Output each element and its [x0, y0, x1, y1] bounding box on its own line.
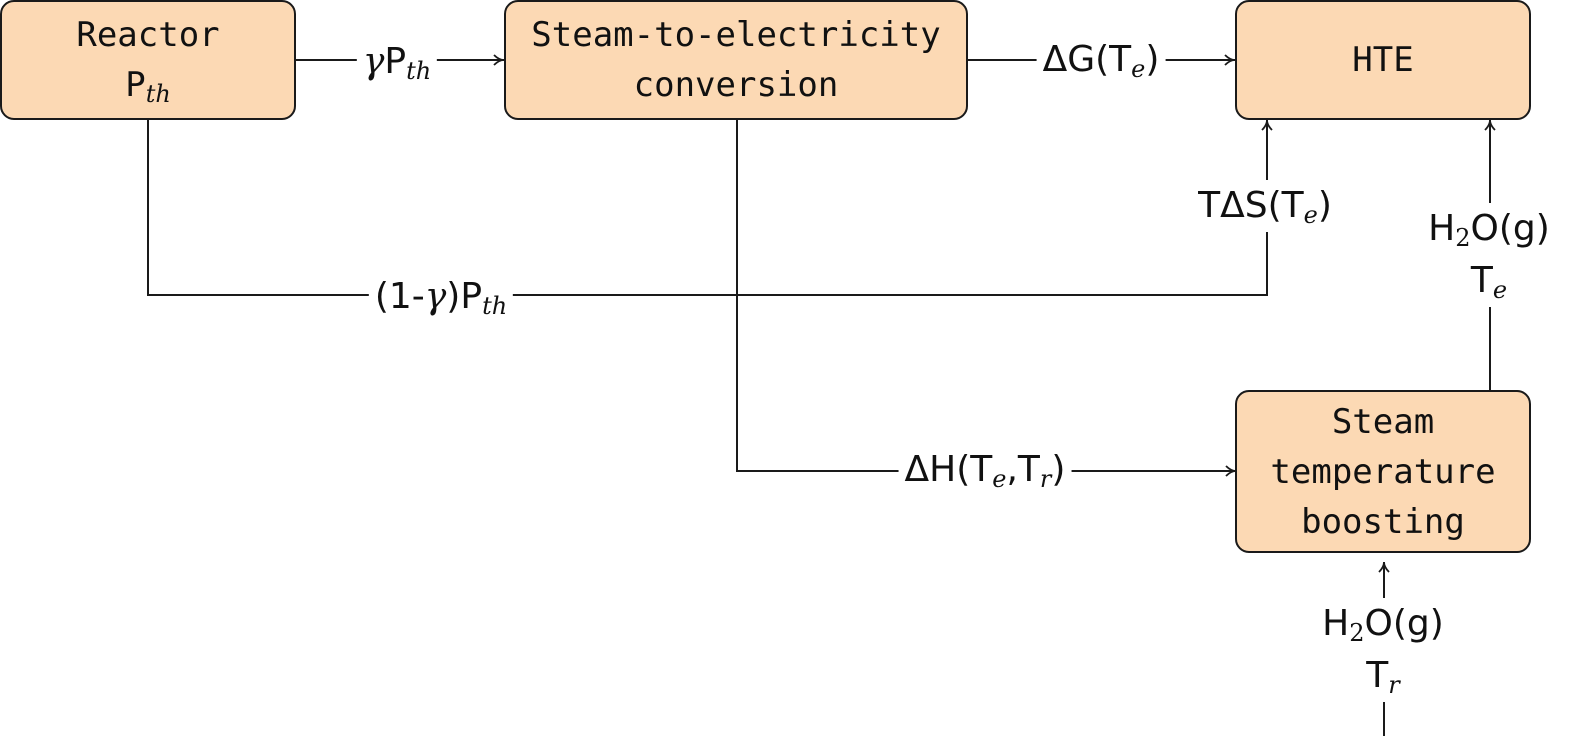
- label-steam-to-hte: H2O(g) Te: [1422, 203, 1556, 307]
- steam-conversion-box: Steam-to-electricity conversion: [504, 0, 968, 120]
- boosting-title-line2: temperature: [1270, 451, 1496, 492]
- conversion-title-line1: Steam-to-electricity: [531, 15, 941, 55]
- hte-title: HTE: [1352, 40, 1414, 80]
- steam-out-temperature: Te: [1470, 260, 1508, 304]
- steam-in-formula: H2O(g): [1322, 603, 1444, 647]
- conversion-title-line2: conversion: [633, 65, 839, 105]
- label-one-minus-gamma-pth: (1-γ)Pth: [368, 271, 514, 323]
- steam-in-temperature: Tr: [1366, 655, 1400, 699]
- label-t-delta-s: TΔS(Te): [1192, 180, 1338, 232]
- steam-out-formula: H2O(g): [1428, 208, 1550, 252]
- boosting-title-line3: boosting: [1301, 501, 1465, 542]
- steam-boosting-box: Steam temperature boosting: [1235, 390, 1531, 553]
- label-gamma-pth: γPth: [356, 36, 438, 88]
- boosting-title-line1: Steam: [1331, 401, 1435, 442]
- hte-box: HTE: [1235, 0, 1531, 120]
- label-steam-in-boost: H2O(g) Tr: [1316, 598, 1450, 702]
- label-delta-g: ΔG(Te): [1036, 34, 1166, 86]
- reactor-box: Reactor Pth: [0, 0, 296, 120]
- reactor-power: Pth: [125, 65, 171, 108]
- reactor-title: Reactor: [76, 15, 220, 55]
- label-delta-h: ΔH(Te,Tr): [898, 444, 1072, 496]
- edge-reactor-heat-to-hte: [147, 119, 1273, 296]
